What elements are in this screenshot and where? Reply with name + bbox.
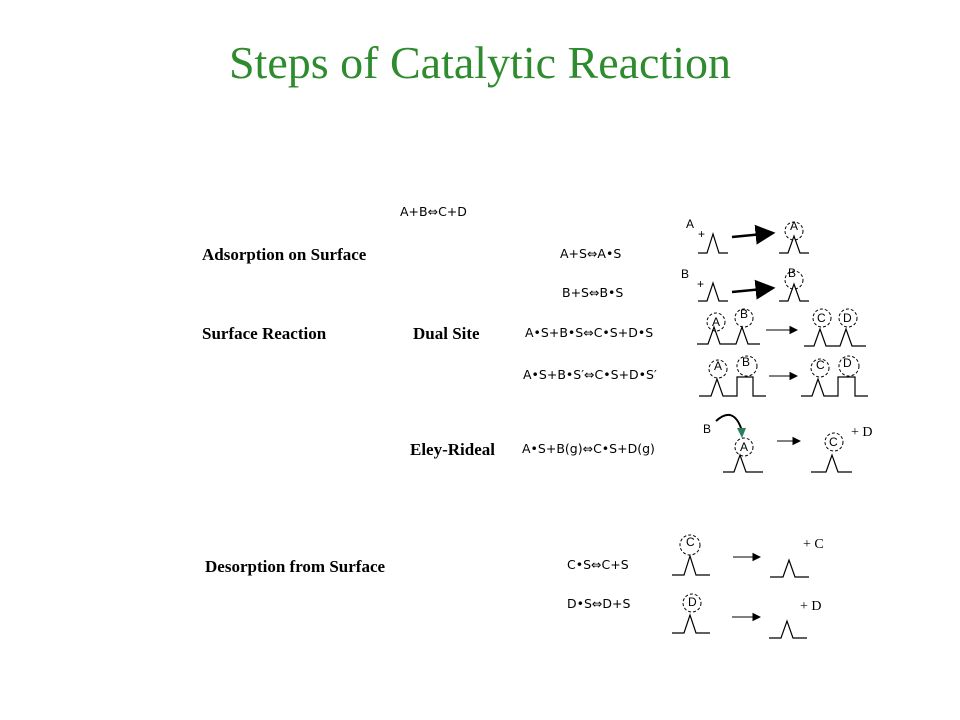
dual-site-equation-2: A•S+B•S′⇔C•S+D•S′	[523, 367, 657, 382]
adsorbed-a-molecule	[784, 221, 804, 241]
dual-surface-sites	[804, 327, 866, 347]
incoming-b-arrowhead	[737, 428, 746, 438]
adsorption-label: Adsorption on Surface	[202, 245, 367, 264]
adsorbed-a-label: A	[790, 219, 798, 233]
adsorbed-a-label: A	[712, 315, 720, 329]
incoming-b-arrow	[715, 413, 743, 432]
surface-site	[779, 282, 809, 302]
adsorbed-c-label: C	[817, 311, 826, 325]
adsorbed-c-molecule	[824, 432, 844, 452]
adsorbed-d-molecule	[838, 308, 858, 328]
adsorbed-a-molecule	[734, 437, 754, 457]
species-a-gas-label: A	[686, 217, 694, 231]
adsorbed-a-label: A	[714, 359, 722, 373]
adsorbed-b-molecule	[734, 308, 754, 328]
eley-rideal-label: Eley-Rideal	[410, 440, 495, 459]
adsorbed-d-molecule	[682, 593, 702, 613]
adsorbed-d-label: D	[843, 311, 852, 325]
surface-site	[723, 453, 763, 473]
plus-sign: +	[697, 277, 704, 291]
adsorbed-d-label: D	[843, 356, 852, 370]
gas-b-label: B	[703, 422, 711, 436]
desorption-equation-c: C•S⇔C+S	[567, 557, 629, 572]
desorbed-d: + D	[800, 599, 822, 614]
adsorbed-d-label: D	[688, 595, 697, 609]
adsorption-equation-b: B+S⇔B•S	[562, 285, 624, 300]
adsorbed-c-molecule	[810, 358, 830, 378]
adsorbed-b-label: B	[742, 355, 750, 369]
adsorbed-b-label: B	[788, 266, 796, 280]
plus-sign: +	[698, 227, 705, 241]
overall-equation: A+B⇔C+D	[400, 204, 467, 219]
dual-surface-sites	[697, 325, 760, 345]
adsorbed-b-label: B	[740, 307, 748, 321]
adsorption-arrow	[731, 224, 776, 245]
adsorbed-c-label: C	[686, 535, 695, 549]
species-b-gas-label: B	[681, 267, 689, 281]
adsorbed-c-molecule	[812, 308, 832, 328]
adsorbed-c-label: C	[816, 358, 825, 372]
surface-site	[779, 234, 809, 254]
desorbed-c: + C	[803, 537, 824, 552]
adsorbed-b-molecule	[736, 355, 758, 377]
adsorbed-c-label: C	[829, 435, 838, 449]
mixed-surface-sites	[699, 376, 766, 397]
surface-reaction-label: Surface Reaction	[202, 324, 327, 343]
empty-surface-site	[769, 619, 807, 639]
dual-site-label: Dual Site	[413, 324, 480, 343]
page-title: Steps of Catalytic Reaction	[228, 37, 732, 88]
surface-site	[698, 281, 728, 302]
adsorbed-a-molecule	[706, 312, 726, 332]
desorption-equation-d: D•S⇔D+S	[567, 596, 631, 611]
dual-site-equation-1: A•S+B•S⇔C•S+D•S	[525, 325, 654, 340]
surface-site	[811, 453, 852, 473]
surface-site	[672, 613, 710, 634]
adsorbed-b-molecule	[784, 270, 804, 290]
surface-site	[672, 554, 710, 576]
adsorbed-a-molecule	[708, 359, 728, 379]
eley-product-d: + D	[851, 425, 873, 440]
eley-rideal-equation: A•S+B(g)⇔C•S+D(g)	[522, 441, 655, 456]
adsorbed-a-label: A	[740, 440, 748, 454]
adsorbed-d-molecule	[838, 355, 860, 377]
empty-surface-site	[770, 558, 809, 578]
adsorption-equation-a: A+S⇔A•S	[560, 246, 622, 261]
mixed-surface-sites	[801, 376, 868, 397]
desorption-label: Desorption from Surface	[205, 557, 386, 576]
surface-site	[698, 232, 728, 254]
adsorption-arrow	[731, 279, 776, 300]
